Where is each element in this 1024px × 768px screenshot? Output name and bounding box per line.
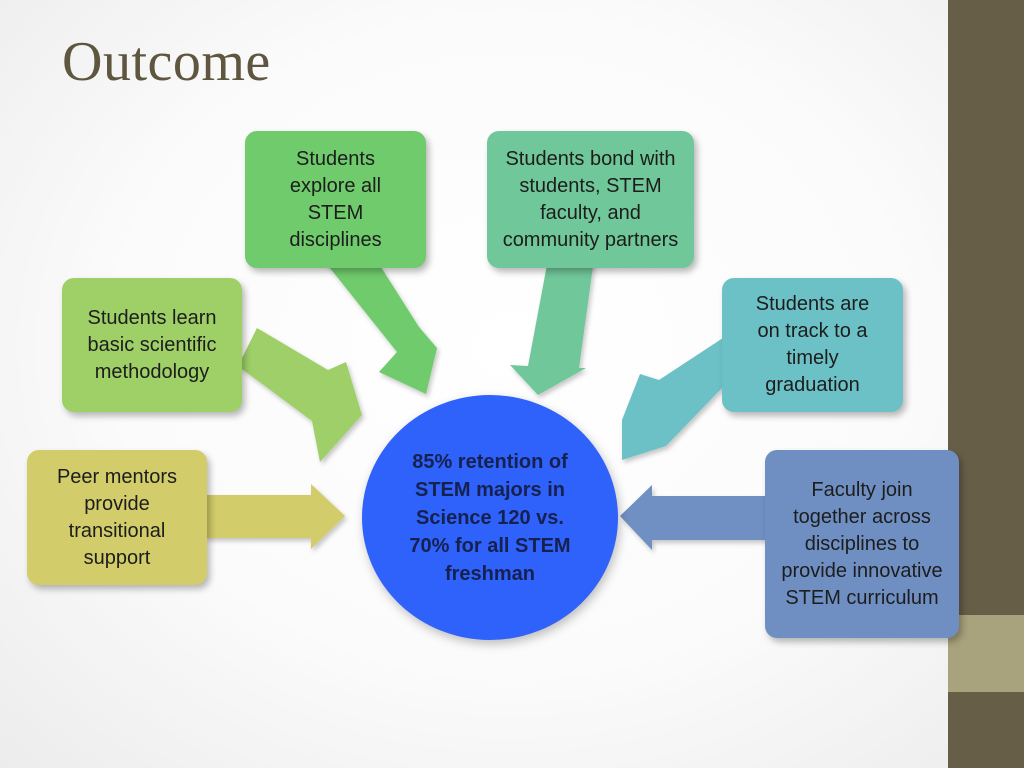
node-peer-text: Peer mentors provide transitional suppor… xyxy=(56,465,178,569)
node-track: Students are on track to a timely gradua… xyxy=(722,278,903,412)
node-track-text: Students are on track to a timely gradua… xyxy=(755,293,870,396)
slide-title: Outcome xyxy=(62,31,271,93)
arrows-layer xyxy=(205,234,770,550)
node-learn-text: Students learn basic scientific methodol… xyxy=(87,306,217,383)
arrow-explore xyxy=(322,234,437,394)
node-bond-text: Students bond with students, STEM facult… xyxy=(502,147,679,251)
node-explore-text: Students explore all STEM disciplines xyxy=(289,147,382,251)
node-learn: Students learn basic scientific methodol… xyxy=(62,278,242,412)
node-bond: Students bond with students, STEM facult… xyxy=(487,131,694,268)
arrow-learn xyxy=(238,328,362,462)
arrow-bond xyxy=(510,254,594,395)
center-outcome-text: 85% retention of STEM majors in Science … xyxy=(409,450,571,585)
node-peer: Peer mentors provide transitional suppor… xyxy=(27,450,207,585)
node-explore: Students explore all STEM disciplines xyxy=(245,131,426,268)
center-outcome-circle: 85% retention of STEM majors in Science … xyxy=(362,395,618,640)
arrow-track xyxy=(622,336,752,460)
arrow-peer xyxy=(205,484,345,549)
sidebar-accent-block xyxy=(948,615,1024,692)
node-faculty-text: Faculty join together across disciplines… xyxy=(781,478,943,609)
arrow-faculty xyxy=(620,485,770,550)
node-faculty: Faculty join together across disciplines… xyxy=(765,450,959,638)
